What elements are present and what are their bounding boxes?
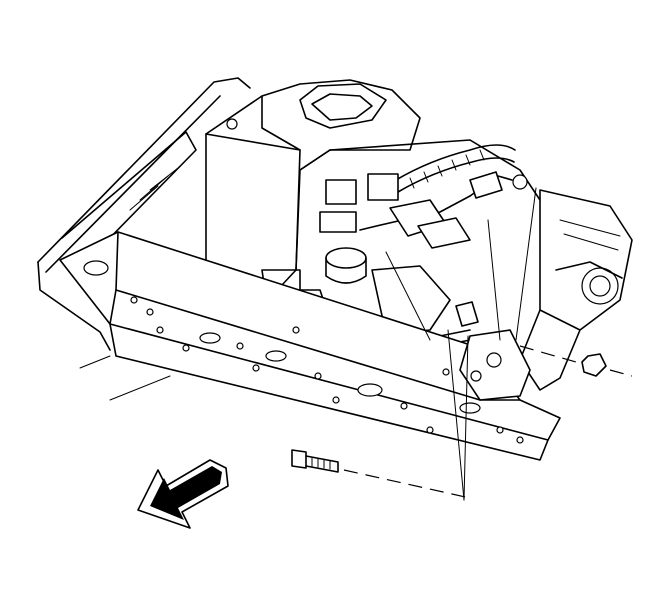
bolt-icon <box>291 449 307 469</box>
connector-2 <box>367 173 399 201</box>
harness-grommet <box>512 174 528 190</box>
connector-5 <box>417 217 471 249</box>
mount-nut <box>519 345 633 377</box>
connector-1 <box>325 179 357 205</box>
electrical-connectors <box>319 171 528 249</box>
fender-panel <box>37 77 251 351</box>
reservoir-cap <box>325 247 367 269</box>
front-direction-arrow-icon <box>137 459 229 529</box>
connector-3 <box>319 211 357 233</box>
callout-lines <box>385 187 537 501</box>
engine-mount-bracket <box>459 329 531 401</box>
connector-6 <box>469 171 503 199</box>
engine-bolt-head <box>226 118 238 130</box>
ground-lines <box>79 355 171 401</box>
nut-icon <box>581 353 607 377</box>
intake-components <box>519 189 633 391</box>
engine-block <box>205 79 541 301</box>
mount-bolt <box>291 449 471 499</box>
support-hole-large <box>83 260 109 276</box>
front-crossmember <box>59 231 561 461</box>
